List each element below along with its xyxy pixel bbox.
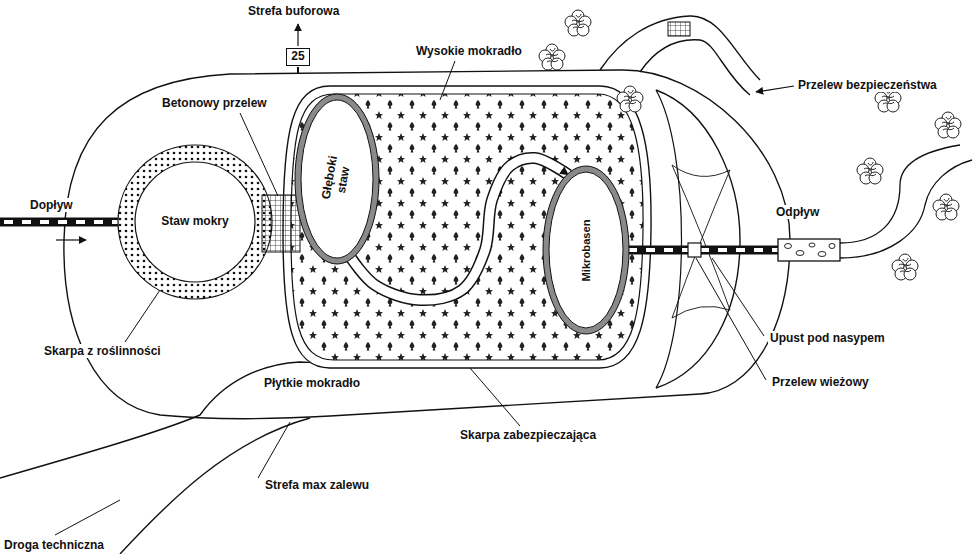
node-text: Staw mokry	[161, 215, 228, 229]
part-label: Droga techniczna	[2, 538, 106, 552]
inflow-pipe	[4, 220, 118, 224]
concrete-weir	[262, 195, 300, 252]
pond-rim	[543, 166, 629, 334]
zone-label: Strefa max zalewu	[263, 478, 371, 492]
micropool-outline	[542, 165, 630, 335]
channel-bank	[351, 158, 568, 300]
part-label: Skarpa z roślinności	[42, 344, 163, 358]
pond-rim	[546, 169, 626, 331]
node-text: 25	[291, 50, 304, 64]
meandering-channel	[351, 158, 568, 300]
outflow-stream	[840, 145, 960, 243]
zone-label: Płytkie mokradło	[262, 376, 362, 390]
outflow-pipe	[628, 246, 778, 255]
pond-rim	[549, 172, 623, 328]
pond-rim	[298, 97, 376, 261]
leader-arrow	[756, 86, 794, 92]
access-road	[120, 418, 310, 554]
sign-box: 25	[286, 48, 310, 66]
pond-rim	[295, 94, 379, 264]
embankment-lines	[672, 165, 730, 318]
part-label: Upust pod nasypem	[768, 331, 887, 345]
deep-pond-outline	[294, 93, 380, 265]
part-label: Betonowy przelew	[160, 96, 269, 110]
embankment	[656, 90, 740, 388]
sign-post	[297, 67, 299, 74]
flow-label: Odpływ	[774, 205, 821, 219]
max-flood-zone	[64, 70, 790, 419]
outflow-pipe	[628, 248, 778, 252]
wet-pond-outline	[117, 144, 273, 300]
part-label: Przelew bezpieczeństwa	[796, 78, 939, 92]
zone-label: Strefa buforowa	[246, 4, 341, 18]
trees	[539, 10, 961, 280]
leader-arrow	[297, 24, 298, 46]
wet-pond: Staw mokry	[117, 144, 273, 300]
pond-rim	[301, 100, 373, 258]
leader-lines	[55, 61, 766, 535]
zone-label: Wysokie mokradło	[414, 44, 524, 58]
outlet-riprap	[778, 239, 840, 261]
part-label: Skarpa zabezpieczająca	[458, 428, 598, 442]
micropool: Mikrobasen	[542, 165, 630, 335]
deep-pond: Głęboki staw	[294, 93, 380, 265]
flow-arrow	[56, 239, 86, 240]
spillway-crest	[668, 22, 690, 36]
riprap-stones	[785, 243, 836, 257]
embankment	[656, 90, 682, 388]
safety-slope	[283, 86, 651, 368]
node-text: Mikrobasen	[580, 175, 593, 325]
emergency-spillway-channel	[600, 16, 760, 80]
emergency-spillway-channel	[640, 40, 750, 95]
riser-tower	[688, 243, 701, 257]
vegetated-ring	[118, 145, 272, 299]
flow-label: Dopływ	[28, 198, 75, 212]
node-text: Głęboki staw	[318, 145, 356, 213]
inflow-pipe	[0, 218, 118, 227]
shallow-wetland-edge	[0, 362, 330, 478]
channel-water	[351, 158, 568, 300]
pond-water	[135, 162, 255, 282]
part-label: Przelew wieżowy	[770, 375, 871, 389]
high-marsh	[291, 94, 643, 360]
flow-direction	[351, 158, 568, 300]
